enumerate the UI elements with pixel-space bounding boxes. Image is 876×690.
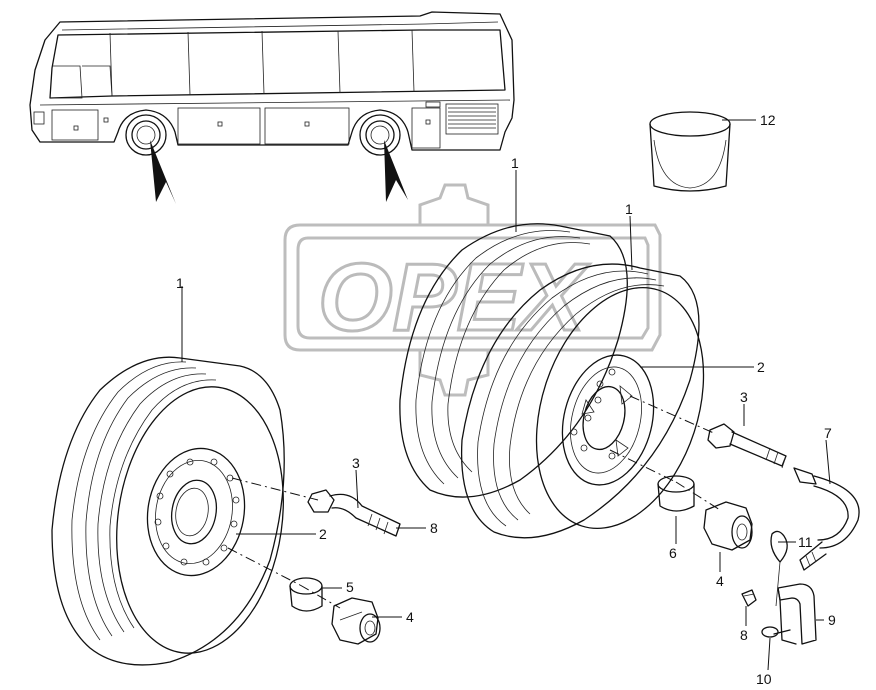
wheel-rim-icon [146, 447, 246, 577]
arrow-pointer-icon [384, 140, 408, 202]
callout-2-right-rim: 2 [757, 359, 765, 375]
watermark-text: OPEX [318, 244, 590, 351]
hose-icon [793, 467, 860, 571]
callout-9-clamp: 9 [828, 612, 836, 628]
callout-1-left-tire: 1 [176, 275, 184, 291]
callout-7-hose: 7 [824, 425, 832, 441]
valve-icon [307, 489, 401, 537]
callouts: 1 1 1 2 2 3 3 4 4 5 6 7 8 8 9 10 11 12 [176, 112, 836, 687]
callout-8-left-cap: 8 [430, 520, 438, 536]
leader-lines [181, 119, 831, 671]
spacer-sleeve-icon [657, 475, 695, 512]
valve-cap-icon [741, 589, 757, 607]
spacer-sleeve-icon [289, 577, 323, 612]
callout-1-front-tire: 1 [625, 201, 633, 217]
wheel-nut-icon [703, 501, 753, 551]
wheel-nut-icon [331, 597, 381, 645]
tire-icon [399, 223, 705, 539]
callout-10-screw: 10 [756, 671, 772, 687]
tire-icon [51, 356, 285, 666]
callout-3-left-valve: 3 [352, 455, 360, 471]
callout-5-left-spacer: 5 [346, 579, 354, 595]
callout-12-bucket: 12 [760, 112, 776, 128]
wheel-rim-icon [561, 354, 655, 486]
screw-icon [761, 626, 791, 638]
callout-6-right-spacer: 6 [669, 545, 677, 561]
callout-4-right-nut: 4 [716, 573, 724, 589]
arrow-pointer-icon [150, 140, 176, 204]
callout-1-back-tire: 1 [511, 155, 519, 171]
callout-3-right-valve: 3 [740, 389, 748, 405]
callout-11-ring: 11 [798, 534, 813, 550]
watermark-logo: OPEX [283, 183, 662, 397]
callout-2-left-rim: 2 [319, 526, 327, 542]
callout-8-right-cap: 8 [740, 627, 748, 643]
bus-outline-icon [29, 11, 515, 156]
clamp-icon [777, 583, 817, 645]
callout-4-left-nut: 4 [406, 609, 414, 625]
ring-tag-icon [770, 530, 788, 607]
bucket-icon [649, 111, 731, 192]
valve-icon [707, 423, 787, 469]
